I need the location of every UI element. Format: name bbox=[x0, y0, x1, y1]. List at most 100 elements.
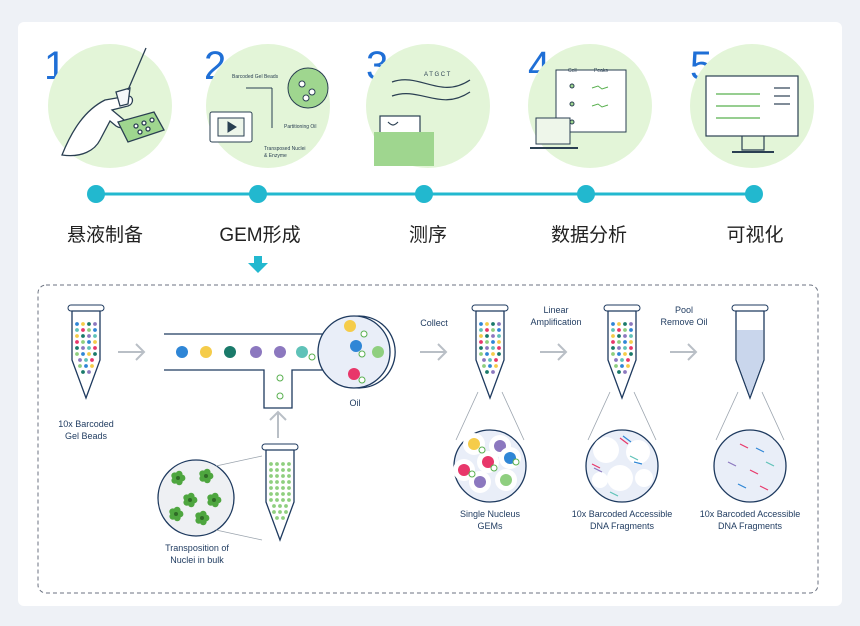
bead bbox=[611, 328, 615, 332]
barcoded-gel-beads-caption: Barcoded Gel Beads bbox=[232, 74, 279, 80]
bead bbox=[81, 370, 85, 374]
nucleus-droplet bbox=[276, 374, 284, 382]
nucleus-bead bbox=[281, 516, 285, 520]
and-enzyme-caption: & Enzyme bbox=[264, 153, 287, 159]
nucleus-droplet bbox=[468, 470, 476, 478]
nucleus-bead bbox=[269, 486, 273, 490]
bead bbox=[93, 328, 97, 332]
oil-label: Oil bbox=[349, 398, 361, 408]
bead bbox=[629, 352, 633, 356]
nucleus-droplet bbox=[360, 330, 368, 338]
droplet-chamber bbox=[317, 315, 391, 389]
nucleus-bead bbox=[269, 474, 273, 478]
bead bbox=[93, 334, 97, 338]
bead bbox=[497, 328, 501, 332]
channel-bead bbox=[200, 346, 212, 358]
nucleus-core bbox=[188, 498, 192, 502]
bead bbox=[629, 346, 633, 350]
bead bbox=[87, 334, 91, 338]
fragments2-label: 10x Barcoded Accessible DNA Fragments bbox=[690, 508, 810, 532]
nucleus-bead bbox=[275, 462, 279, 466]
gem-bead bbox=[348, 368, 360, 380]
gems-label-line-1: Single Nucleus bbox=[459, 509, 521, 519]
nucleus-bead bbox=[275, 468, 279, 472]
nucleus-droplet bbox=[512, 458, 520, 466]
bead bbox=[491, 352, 495, 356]
pooled-fragments bbox=[727, 443, 775, 491]
gem-bead bbox=[474, 476, 486, 488]
bead bbox=[479, 352, 483, 356]
bead bbox=[491, 334, 495, 338]
peaks-caption: Peaks bbox=[594, 68, 608, 74]
bead bbox=[81, 322, 85, 326]
gem-bead bbox=[500, 474, 512, 486]
bead bbox=[488, 358, 492, 362]
nucleus-bead bbox=[281, 474, 285, 478]
nuclei-tube-icon bbox=[261, 443, 299, 542]
fragments-label: 10x Barcoded Accessible DNA Fragments bbox=[562, 508, 682, 532]
gems-label: Single Nucleus GEMs bbox=[444, 508, 536, 532]
bead bbox=[497, 340, 501, 344]
bead bbox=[491, 328, 495, 332]
pooled-fragments-magnifier bbox=[713, 429, 787, 503]
bead bbox=[491, 370, 495, 374]
gel-beads-label-line-1: 10x Barcoded bbox=[58, 419, 114, 429]
nucleus-bead bbox=[275, 492, 279, 496]
linear-label-line-2: Amplification bbox=[530, 317, 582, 328]
gem-bead bbox=[350, 340, 362, 352]
dna-sequencer-icon bbox=[374, 79, 471, 166]
timeline-dot-3 bbox=[415, 185, 433, 203]
gem-bead bbox=[458, 464, 470, 476]
bead bbox=[87, 346, 91, 350]
bead bbox=[75, 334, 79, 338]
bead bbox=[623, 346, 627, 350]
timeline-dot-1 bbox=[87, 185, 105, 203]
fragments2-label-line-2: DNA Fragments bbox=[717, 521, 783, 532]
bead bbox=[497, 352, 501, 356]
nucleus-cell bbox=[211, 492, 219, 500]
bead bbox=[494, 358, 498, 362]
pool-label-line-1: Pool bbox=[674, 305, 693, 315]
bead bbox=[479, 340, 483, 344]
bead bbox=[81, 352, 85, 356]
gem-bead bbox=[482, 456, 494, 468]
nucleus-bead bbox=[269, 462, 273, 466]
fragments2-label-line-1: 10x Barcoded Accessible bbox=[699, 509, 801, 519]
nucleus-cell bbox=[175, 470, 183, 478]
bead bbox=[81, 328, 85, 332]
gems-label-line-2: GEMs bbox=[477, 521, 503, 532]
transposition-label-line-1: Transposition of bbox=[165, 543, 229, 553]
nucleus-core bbox=[176, 476, 180, 480]
bead bbox=[90, 358, 94, 362]
bead bbox=[84, 364, 88, 368]
nucleus-bead bbox=[278, 510, 282, 514]
transposed-nuclei-caption: Transposed Nuclei bbox=[264, 146, 306, 152]
analysis-laptop-icon bbox=[530, 69, 627, 149]
gem-detail-panel bbox=[37, 284, 819, 594]
nucleus-core bbox=[204, 474, 208, 478]
step-1-label: 悬液制备 bbox=[66, 225, 143, 246]
nucleus-bead bbox=[269, 498, 273, 502]
gems-tube-icon bbox=[471, 304, 509, 400]
bead bbox=[617, 370, 621, 374]
bead bbox=[617, 346, 621, 350]
bead bbox=[81, 346, 85, 350]
visualization-monitor-icon bbox=[705, 75, 799, 153]
nucleus-bead bbox=[269, 492, 273, 496]
step-3-label: 测序 bbox=[408, 225, 447, 246]
bead bbox=[623, 322, 627, 326]
nucleus-bead bbox=[287, 474, 291, 478]
sequence-letters: A T G C T bbox=[424, 72, 451, 78]
nucleus-bead bbox=[281, 498, 285, 502]
cell-caption: Cell bbox=[568, 68, 577, 74]
linear-amplification-label: Linear Amplification bbox=[524, 304, 588, 328]
nucleus-bead bbox=[287, 468, 291, 472]
nucleus-bead bbox=[287, 498, 291, 502]
bead bbox=[93, 322, 97, 326]
bead bbox=[611, 322, 615, 326]
nucleus-bead bbox=[278, 504, 282, 508]
nucleus-droplet bbox=[358, 350, 366, 358]
bead bbox=[485, 340, 489, 344]
partitioning-oil-caption: Partitioning Oil bbox=[284, 124, 317, 130]
nucleus-bead bbox=[275, 516, 279, 520]
